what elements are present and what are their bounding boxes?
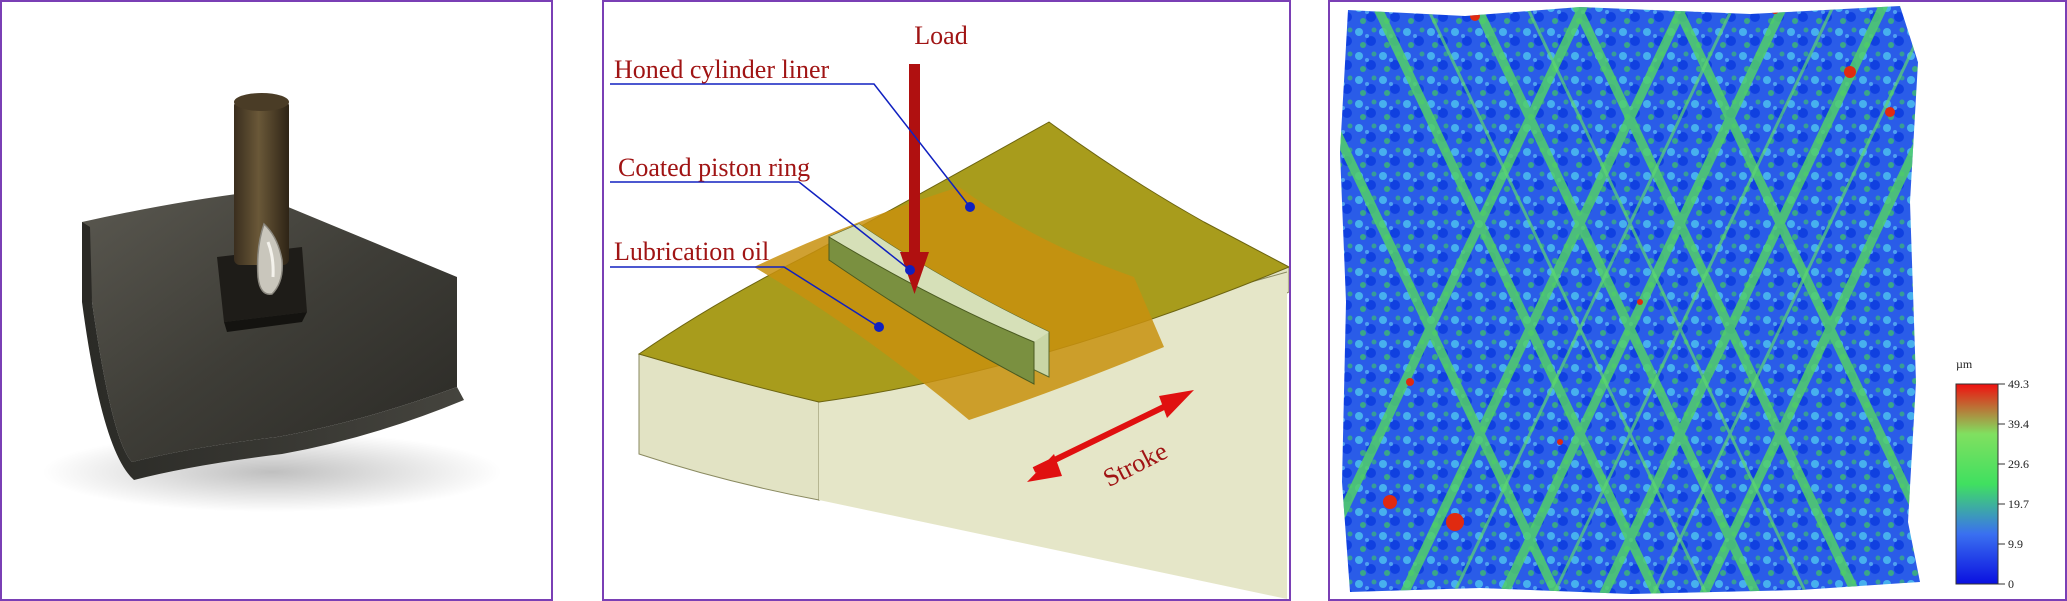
specimen-photo-panel — [0, 0, 553, 601]
specimen-photo — [42, 93, 502, 512]
colorbar-unit: µm — [1956, 357, 1973, 371]
ring-highlight — [266, 241, 275, 278]
topography-texture — [1340, 6, 1920, 594]
load-arrow-shaft — [909, 64, 920, 254]
stroke-arrow-head-left — [1027, 454, 1062, 482]
colorbar-tick-2: 29.6 — [2008, 457, 2029, 471]
ring-leader-dot — [905, 265, 915, 275]
piston-ring-top — [828, 236, 1035, 385]
schematic-diagram: Load Honed cylinder liner Coated piston … — [610, 21, 1289, 599]
liner-label: Honed cylinder liner — [614, 55, 829, 84]
loading-pin — [234, 100, 289, 265]
ring-label: Coated piston ring — [618, 153, 810, 182]
liner-plate-top — [82, 192, 457, 462]
fine-grooves — [1418, 6, 1920, 594]
colorbar-tick-4: 9.9 — [2008, 537, 2023, 551]
colorbar-tick-0: 49.3 — [2008, 377, 2029, 391]
colorbar-tick-marks — [1998, 383, 2005, 585]
stroke-arrow-shaft — [1032, 399, 1176, 473]
peak-spots — [1383, 6, 1895, 531]
oil-label: Lubrication oil — [614, 237, 769, 266]
load-arrow-head — [900, 252, 929, 294]
colorbar-tick-1: 39.4 — [2008, 417, 2029, 431]
piston-ring-sample — [256, 222, 284, 295]
oil-leader-dot — [874, 322, 884, 332]
load-label: Load — [914, 21, 967, 50]
liner-leader-line — [610, 83, 971, 208]
liner-leader-dot — [965, 202, 975, 212]
colorbar-tick-3: 19.7 — [2008, 497, 2029, 511]
liner-lower-face — [819, 272, 1287, 599]
colorbar — [1955, 383, 1999, 585]
liner-plate-edge — [82, 302, 464, 480]
ring-leader-line — [610, 181, 911, 271]
schematic-diagram-panel: Load Honed cylinder liner Coated piston … — [602, 0, 1291, 601]
piston-ring-face — [829, 224, 1049, 342]
liner-plate-side — [82, 222, 92, 302]
colorbar-tick-5: 0 — [2008, 577, 2014, 591]
surface-topography-panel: µm 49.3 39.4 29.6 19.7 9.9 0 — [1328, 0, 2067, 601]
topography-map — [1340, 6, 1920, 594]
oil-leader-line — [610, 266, 880, 328]
loading-pin-top — [234, 93, 289, 111]
ring-holder-base — [224, 312, 307, 332]
surface-topography: µm 49.3 39.4 29.6 19.7 9.9 0 — [1340, 6, 2029, 594]
honing-grooves — [1340, 6, 1920, 594]
stroke-arrow-head-right — [1159, 390, 1194, 418]
